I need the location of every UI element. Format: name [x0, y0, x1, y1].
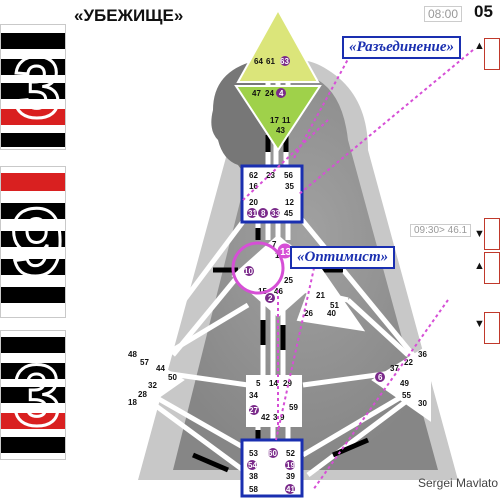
gate-label: 8: [261, 209, 266, 218]
gate-label: 3: [273, 413, 278, 422]
triangle-down-icon: ▼: [474, 318, 485, 330]
watermark-credit: Sergei Mavlato: [418, 476, 499, 490]
head-center: [236, 7, 320, 83]
gate-label: 36: [418, 350, 427, 359]
solar-plexus-center: [371, 343, 431, 422]
red-marker-box: [484, 218, 500, 250]
gate-label: 45: [284, 209, 293, 218]
gate-label: 17: [270, 116, 279, 125]
gate-label: 59: [289, 403, 298, 412]
red-marker-box: [484, 38, 500, 70]
gate-label: 52: [286, 449, 295, 458]
gate-label: 40: [327, 309, 336, 318]
strip-digit: 9: [10, 189, 63, 296]
gate-label: 50: [168, 373, 177, 382]
gate-label: 33: [271, 209, 280, 218]
left-strip-middle: 9: [0, 166, 66, 318]
gate-label: 60: [268, 449, 277, 458]
gate-label: 42: [261, 413, 270, 422]
gate-label: 29: [283, 379, 292, 388]
gate-label: 44: [156, 364, 165, 373]
gate-label: 38: [249, 472, 258, 481]
gate-label: 28: [138, 390, 147, 399]
gate-label: 35: [285, 182, 294, 191]
gate-label: 25: [284, 276, 293, 285]
strip-digit: 3: [13, 40, 61, 136]
gate-label: 19: [286, 461, 295, 470]
ajna-center: [234, 85, 322, 152]
optimist-label: «Оптимист»: [290, 246, 396, 269]
gate-label: 24: [265, 89, 274, 98]
gate-label: 10: [244, 267, 253, 276]
strip-digit: 3: [13, 348, 61, 444]
sacral-center: [246, 375, 302, 427]
gate-label: 12: [285, 198, 294, 207]
gate-label: 20: [249, 198, 258, 207]
gate-label: 1: [275, 251, 280, 260]
mid-timestamp: 09:30> 46.1: [410, 224, 472, 237]
gate-label: 5: [256, 379, 261, 388]
gate-label: 7: [272, 240, 277, 249]
gate-label: 4: [279, 89, 284, 98]
gate-label: 32: [148, 381, 157, 390]
triangle-down-icon: ▼: [474, 228, 485, 240]
triangle-up-icon: ▲: [474, 40, 485, 52]
gate-label: 11: [282, 116, 291, 125]
red-marker-box: [484, 312, 500, 344]
gate-label: 13: [280, 247, 292, 258]
gate-label: 51: [330, 301, 339, 310]
gate-label: 26: [304, 309, 313, 318]
right-panel: ▲ ▼ ▲ ▼: [474, 30, 500, 470]
gate-label: 61: [266, 57, 275, 66]
page-title: «УБЕЖИЩЕ»: [74, 6, 184, 25]
gate-label: 47: [252, 89, 261, 98]
gate-label: 27: [249, 406, 258, 415]
top-timestamp: 08:00: [424, 6, 463, 22]
gate-label: 57: [140, 358, 149, 367]
gate-label: 22: [404, 358, 413, 367]
gate-label: 56: [284, 171, 293, 180]
spleen-center: [125, 343, 185, 422]
gate-label: 64: [254, 57, 263, 66]
left-strip-top: 3: [0, 24, 66, 150]
gate-label: 14: [269, 379, 278, 388]
gate-label: 62: [249, 171, 258, 180]
gate-label: 37: [390, 364, 399, 373]
optimist-highlight: [231, 241, 285, 295]
gate-label: 58: [249, 485, 258, 494]
gate-label: 54: [248, 461, 257, 470]
top-number: 05: [474, 2, 493, 21]
gate-label: 63: [280, 57, 289, 66]
disconnection-label: «Разъединение»: [342, 36, 462, 59]
gate-label: 21: [316, 291, 325, 300]
gate-label: 16: [249, 182, 258, 191]
gate-label: 43: [276, 126, 285, 135]
gate-label: 9: [280, 413, 285, 422]
gate-label: 31: [248, 209, 257, 218]
gate-label: 55: [402, 391, 411, 400]
gate-label: 41: [286, 485, 295, 494]
gate-label: 48: [128, 350, 137, 359]
gate-label: 49: [400, 379, 409, 388]
gate-label: 34: [249, 391, 258, 400]
gate-label: 23: [266, 171, 275, 180]
gate-label: 39: [286, 472, 295, 481]
gate-label: 30: [418, 399, 427, 408]
gate-label: 18: [128, 398, 137, 407]
gate-label: 6: [378, 373, 383, 382]
triangle-up-icon: ▲: [474, 260, 485, 272]
left-strip-bottom: 3: [0, 330, 66, 460]
gate-label: 2: [268, 294, 273, 303]
gate-label: 53: [249, 449, 258, 458]
red-marker-box: [484, 252, 500, 284]
